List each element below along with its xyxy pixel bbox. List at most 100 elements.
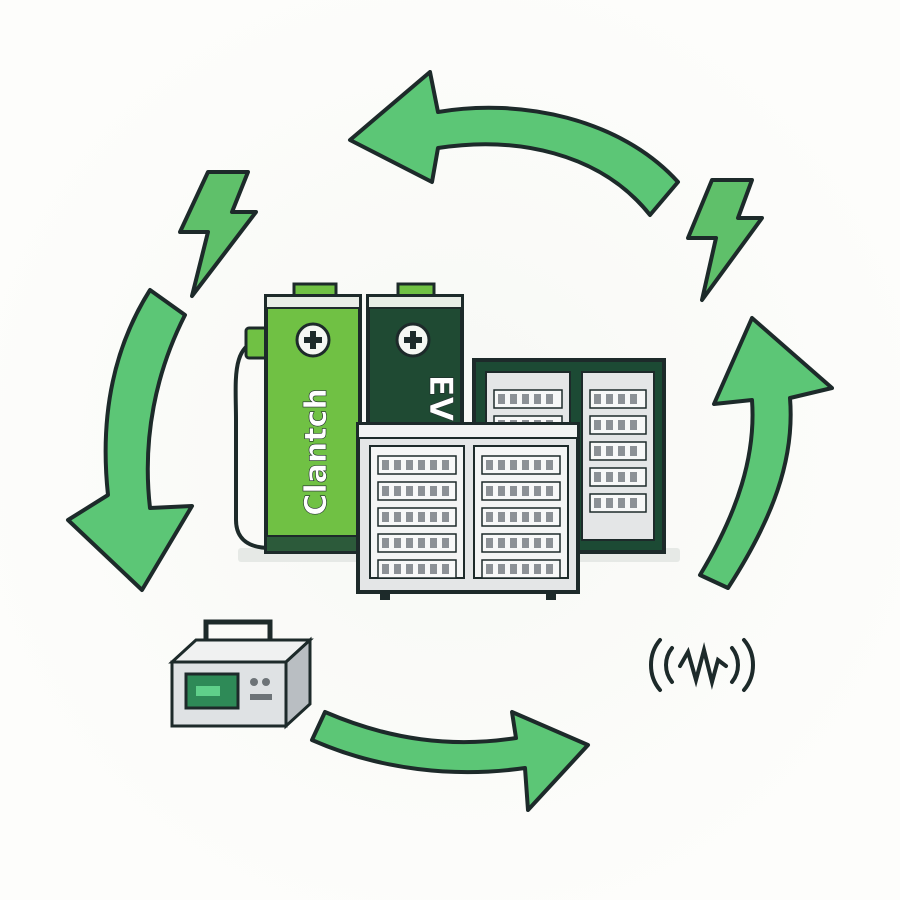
rack-slot-vent bbox=[522, 564, 529, 574]
rack-slot-vent bbox=[418, 460, 425, 470]
rack-slot-vent bbox=[522, 512, 529, 522]
rack-slot-vent bbox=[618, 420, 625, 430]
rack-slot-vent bbox=[606, 498, 613, 508]
rack-slot-vent bbox=[498, 394, 505, 404]
battery-clantch: Clantch bbox=[233, 282, 362, 554]
signal-wave-icon bbox=[649, 638, 755, 692]
rack-slot-vent bbox=[394, 564, 401, 574]
rack-slot-vent bbox=[486, 486, 493, 496]
rack-slot-vent bbox=[534, 394, 541, 404]
rack-slot-vent bbox=[594, 498, 601, 508]
rack-slot-vent bbox=[442, 486, 449, 496]
rack-slot-vent bbox=[394, 538, 401, 548]
rack-slot-vent bbox=[630, 498, 637, 508]
rack-slot-vent bbox=[394, 460, 401, 470]
rack-slot-vent bbox=[406, 564, 413, 574]
rack-slot-vent bbox=[382, 512, 389, 522]
rack-slot-vent bbox=[606, 420, 613, 430]
rack-slot-vent bbox=[510, 512, 517, 522]
rack-slot-vent bbox=[442, 460, 449, 470]
rack-slot-vent bbox=[394, 512, 401, 522]
rack-slot-vent bbox=[486, 538, 493, 548]
rack-slot-vent bbox=[606, 472, 613, 482]
rack-slot-vent bbox=[394, 486, 401, 496]
rack-slot-vent bbox=[618, 472, 625, 482]
rack-slot-vent bbox=[498, 486, 505, 496]
rack-slot-vent bbox=[618, 446, 625, 456]
rack-slot-vent bbox=[594, 394, 601, 404]
rack-slot-vent bbox=[534, 564, 541, 574]
cycle-arrow-top bbox=[348, 70, 680, 217]
rack-slot-vent bbox=[606, 446, 613, 456]
lightning-bolt-left bbox=[178, 170, 258, 298]
rack-slot-vent bbox=[522, 486, 529, 496]
rack-slot-vent bbox=[630, 472, 637, 482]
rack-slot-vent bbox=[534, 538, 541, 548]
rack-slot-vent bbox=[534, 460, 541, 470]
rack-slot-vent bbox=[546, 538, 553, 548]
rack-slot-vent bbox=[534, 486, 541, 496]
battery-right-label: EV bbox=[422, 375, 460, 422]
rack-slot-vent bbox=[522, 394, 529, 404]
rack-slot-vent bbox=[382, 460, 389, 470]
rack-slot-vent bbox=[522, 538, 529, 548]
rack-slot-vent bbox=[430, 564, 437, 574]
rack-slot-vent bbox=[486, 512, 493, 522]
rack-slot-vent bbox=[534, 512, 541, 522]
rack-slot-vent bbox=[406, 486, 413, 496]
rack-slot-vent bbox=[594, 446, 601, 456]
rack-slot-vent bbox=[406, 512, 413, 522]
rack-slot-vent bbox=[522, 460, 529, 470]
rack-slot-vent bbox=[442, 512, 449, 522]
rack-slot-vent bbox=[382, 564, 389, 574]
rack-slot-vent bbox=[382, 538, 389, 548]
cycle-arrow-bottom bbox=[310, 710, 590, 812]
rack-slot-vent bbox=[546, 460, 553, 470]
rack-slot-vent bbox=[510, 460, 517, 470]
cycle-arrow-left bbox=[66, 288, 194, 592]
rack-slot-vent bbox=[546, 486, 553, 496]
rack-slot-vent bbox=[430, 460, 437, 470]
rack-slot-vent bbox=[510, 486, 517, 496]
lightning-bolt-right bbox=[686, 178, 764, 302]
cycle-arrow-right bbox=[698, 316, 834, 590]
rack-slot-vent bbox=[418, 486, 425, 496]
rack-slot-vent bbox=[630, 420, 637, 430]
rack-slot-vent bbox=[618, 394, 625, 404]
rack-slot-vent bbox=[498, 538, 505, 548]
rack-slot-vent bbox=[546, 512, 553, 522]
rack-slot-vent bbox=[510, 538, 517, 548]
rack-slot-vent bbox=[546, 394, 553, 404]
rack-slot-vent bbox=[618, 498, 625, 508]
rack-slot-vent bbox=[406, 538, 413, 548]
rack-slot-vent bbox=[606, 394, 613, 404]
portable-power-box bbox=[168, 619, 314, 730]
rack-slot-vent bbox=[594, 420, 601, 430]
rack-slot-vent bbox=[546, 564, 553, 574]
rack-slot-vent bbox=[418, 538, 425, 548]
rack-slot-vent bbox=[418, 512, 425, 522]
plus-icon bbox=[295, 322, 331, 358]
rack-slot-vent bbox=[430, 512, 437, 522]
battery-left-label: Clantch bbox=[299, 388, 334, 515]
rack-slot-vent bbox=[406, 460, 413, 470]
rack-slot-vent bbox=[442, 538, 449, 548]
rack-slot-vent bbox=[498, 512, 505, 522]
storage-cabinet bbox=[356, 422, 580, 600]
rack-slot-vent bbox=[486, 564, 493, 574]
plus-icon bbox=[395, 322, 431, 358]
rack-slot-vent bbox=[430, 486, 437, 496]
rack-slot-vent bbox=[498, 460, 505, 470]
rack-slot-vent bbox=[630, 446, 637, 456]
rack-slot-vent bbox=[418, 564, 425, 574]
rack-slot-vent bbox=[498, 564, 505, 574]
rack-slot-vent bbox=[510, 394, 517, 404]
rack-slot-vent bbox=[594, 472, 601, 482]
rack-slot-vent bbox=[430, 538, 437, 548]
rack-slot-vent bbox=[382, 486, 389, 496]
rack-slot-vent bbox=[630, 394, 637, 404]
rack-slot-vent bbox=[442, 564, 449, 574]
rack-slot-vent bbox=[486, 460, 493, 470]
